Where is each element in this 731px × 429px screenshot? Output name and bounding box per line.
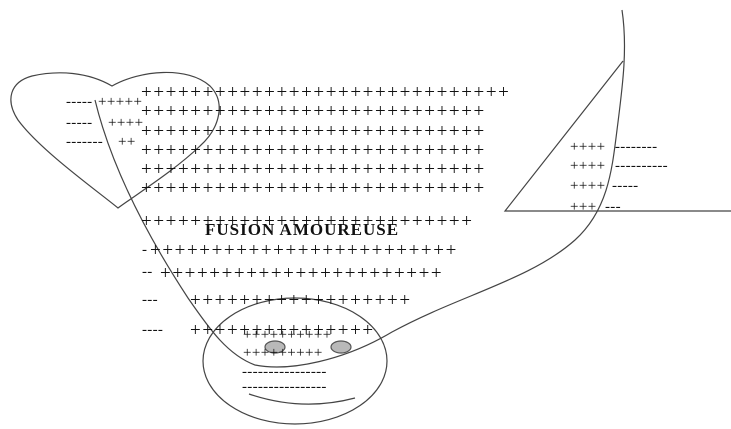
triangle-dash-row: ----------: [615, 158, 668, 174]
plus-row: ++++++++++++++++++++++++++++: [141, 101, 486, 122]
face-dash-row: ----------------: [242, 364, 327, 380]
plus-row: ++++++++++++++++++++++++++++: [141, 121, 486, 142]
dash-row: ---: [142, 292, 158, 308]
plus-row: +++++++++++++++++++++++: [160, 263, 443, 284]
dash-row: --: [142, 264, 153, 280]
mouth: [249, 394, 355, 404]
diagram-title: FUSION AMOUREUSE: [205, 220, 399, 239]
triangle-plus-row: ++++: [570, 139, 605, 155]
plus-row: ++++++++++++++++++++++++++++: [141, 159, 486, 180]
heart-plus-row: ++++: [108, 115, 143, 131]
plus-row: ++++++++++++++++++++++++++++: [141, 178, 486, 199]
plus-row: ++++++++++++++++++++++++++++++: [141, 82, 510, 103]
dash-row: -----: [66, 115, 92, 131]
dash-row: ----: [142, 322, 163, 338]
dash-row: -------: [66, 134, 103, 150]
dash-row: -----: [66, 94, 92, 110]
plus-row: +++++++++++++++++++++++++: [150, 240, 458, 261]
face-plus-row: +++++++++: [243, 345, 323, 361]
heart-plus-row: +++++: [98, 94, 142, 110]
triangle-plus-row: +++: [570, 199, 597, 215]
dash-row: -: [142, 242, 147, 258]
plus-row: ++++++++++++++++++++++++++++: [141, 140, 486, 161]
face-plus-row: ++++++++++: [243, 327, 332, 343]
right-eye: [331, 341, 351, 353]
plus-row: ++++++++++++++++++: [190, 290, 412, 311]
heart-plus-row: ++: [118, 134, 136, 150]
triangle-dash-row: ---: [605, 199, 621, 215]
triangle-dash-row: -----: [612, 178, 638, 194]
heart-marks: +++++++++++: [98, 94, 143, 150]
triangle-marks: +++++++++++++++-------------------------…: [570, 139, 668, 215]
face-marks: +++++++++++++++++++---------------------…: [242, 327, 332, 395]
triangle-plus-row: ++++: [570, 158, 605, 174]
triangle-plus-row: ++++: [570, 178, 605, 194]
triangle-dash-row: --------: [615, 139, 657, 155]
face-dash-row: ----------------: [242, 379, 327, 395]
face-outline: [203, 298, 387, 424]
